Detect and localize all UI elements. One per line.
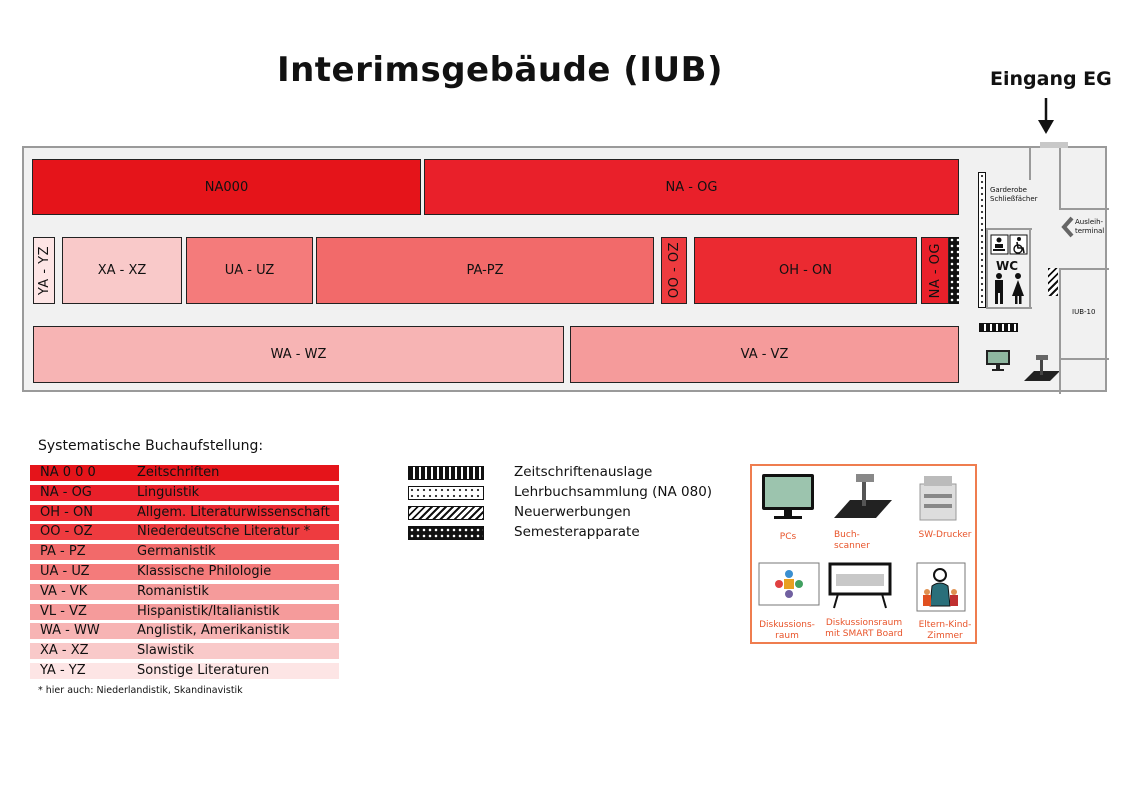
legend-row: NA - OG Linguistik [30,484,339,501]
legend-code: NA 0 0 0 [40,465,96,480]
shelf-label: WA - WZ [270,347,327,362]
book-scanner-icon [834,474,892,518]
legend-row: PA - PZ Germanistik [30,544,339,561]
ausleih-label: Ausleih-terminal [1075,218,1105,235]
facility-label-diskussion: Diskussions- raum [759,620,815,641]
facility-label-eltern: Eltern-Kind- Zimmer [918,620,972,641]
chevron-left-icon [1061,216,1074,238]
legend-row: YA - YZ Sonstige Literaturen [30,663,339,679]
legend-desc: Slawistik [137,643,195,659]
smart-board-icon [828,562,892,609]
facility-label-drucker: SW-Drucker [918,530,972,540]
shelf-label: NA000 [204,179,249,195]
legend-code: YA - YZ [40,663,86,678]
legend-desc: Romanistik [137,583,209,599]
legend-desc: Allgem. Literaturwissenschaft [137,504,330,520]
shelf-label: NA - OG [927,242,943,299]
shelf-na000[interactable]: NA000 [32,159,421,215]
legend-desc: Zeitschriften [137,465,220,480]
legend-note: * hier auch: Niederlandistik, Skandinavi… [38,685,243,696]
iub10-label: IUB-10 [1072,308,1096,316]
pattern-label: Neuerwerbungen [514,504,631,520]
legend-row: VL - VZ Hispanistik/Italianistik [30,603,339,620]
legend-row: WA - WW Anglistik, Amerikanistik [30,623,339,640]
facility-label-scanner: Buch- scanner [834,530,870,551]
shelf-label: YA - YZ [36,245,52,296]
lehrbuch-shelf [978,172,986,308]
legend-code: XA - XZ [40,643,89,659]
legend-row: OH - ON Allgem. Literaturwissenschaft [30,504,339,521]
neuerwerbungen-shelf [1048,268,1058,296]
legend-code: WA - WW [40,623,100,639]
legend-code: PA - PZ [40,544,86,560]
pc-icon[interactable] [984,348,1014,374]
shelf-label: NA - OG [665,179,718,195]
legend-desc: Linguistik [137,484,200,500]
legend-code: VL - VZ [40,603,87,619]
legend-code: NA - OG [40,484,92,500]
legend-code: OO - OZ [40,524,93,540]
shelf-xa-xz[interactable]: XA - XZ [62,237,182,304]
shelf-va-vz[interactable]: VA - VZ [570,326,959,383]
wc-label: WC [996,259,1019,273]
shelf-ya-yz[interactable]: YA - YZ [33,237,55,304]
book-scanner-icon[interactable] [1022,353,1062,385]
legend-title: Systematische Buchaufstellung: [38,438,264,454]
legend-row: OO - OZ Niederdeutsche Literatur * [30,524,339,541]
shelf-label: OO - OZ [666,242,682,299]
parent-child-icon [916,562,966,612]
baby-changing-icon [990,234,1028,255]
wc-people-icon [995,273,1024,304]
printer-icon [919,476,957,521]
shelf-na-og-side[interactable]: NA - OG [921,237,949,304]
semesterapparate-shelf [949,237,959,304]
entrance-arrow-icon [1038,98,1054,134]
shelf-na-og-top[interactable]: NA - OG [424,159,959,215]
pattern-label: Zeitschriftenauslage [514,464,653,480]
lightdots-swatch [408,486,484,500]
legend-desc: Klassische Philologie [137,564,272,579]
discussion-room-icon [758,562,820,606]
garderobe-label: Garderobe Schließfächer [990,186,1038,203]
shelf-label: PA-PZ [466,263,504,278]
floor-plan: NA000 NA - OG YA - YZ XA - XZ UA - UZ PA… [22,142,1109,394]
hatch-swatch [408,506,484,520]
legend-desc: Germanistik [137,544,216,560]
facilities-legend: PCs Buch- scanner SW-Drucker Diskussions… [750,464,977,644]
legend-code: VA - VK [40,583,88,599]
shelf-label: OH - ON [779,263,832,278]
shelf-ua-uz[interactable]: UA - UZ [186,237,313,304]
shelf-oo-oz[interactable]: OO - OZ [661,237,687,304]
dots-swatch [408,526,484,540]
facility-label-smart: Diskussionsraum mit SMART Board [825,618,903,639]
shelf-wa-wz[interactable]: WA - WZ [33,326,564,383]
shelf-pa-pz[interactable]: PA-PZ [316,237,654,304]
legend-code: OH - ON [40,504,93,520]
zeitschriftenauslage [979,323,1018,332]
pattern-label: Semesterapparate [514,524,640,540]
shelf-label: XA - XZ [97,263,147,278]
legend-desc: Anglistik, Amerikanistik [137,623,290,639]
shelf-oh-on[interactable]: OH - ON [694,237,917,304]
legend-desc: Sonstige Literaturen [137,663,270,678]
legend-row: XA - XZ Slawistik [30,643,339,660]
legend-row: VA - VK Romanistik [30,583,339,600]
shelf-label: VA - VZ [740,347,789,362]
entrance-label: Eingang EG [990,68,1112,90]
bars-swatch [408,466,484,480]
legend-desc: Hispanistik/Italianistik [137,603,280,619]
pattern-label: Lehrbuchsammlung (NA 080) [514,484,713,500]
entrance-door [1040,142,1068,148]
facility-label-pcs: PCs [779,532,797,542]
shelf-label: UA - UZ [224,263,275,278]
pc-icon [762,474,814,519]
page-title: Interimsgebäude (IUB) [276,50,724,90]
legend-row: UA - UZ Klassische Philologie [30,564,339,580]
legend-code: UA - UZ [40,564,90,579]
legend-desc: Niederdeutsche Literatur * [137,524,311,540]
legend-row: NA 0 0 0 Zeitschriften [30,465,339,481]
